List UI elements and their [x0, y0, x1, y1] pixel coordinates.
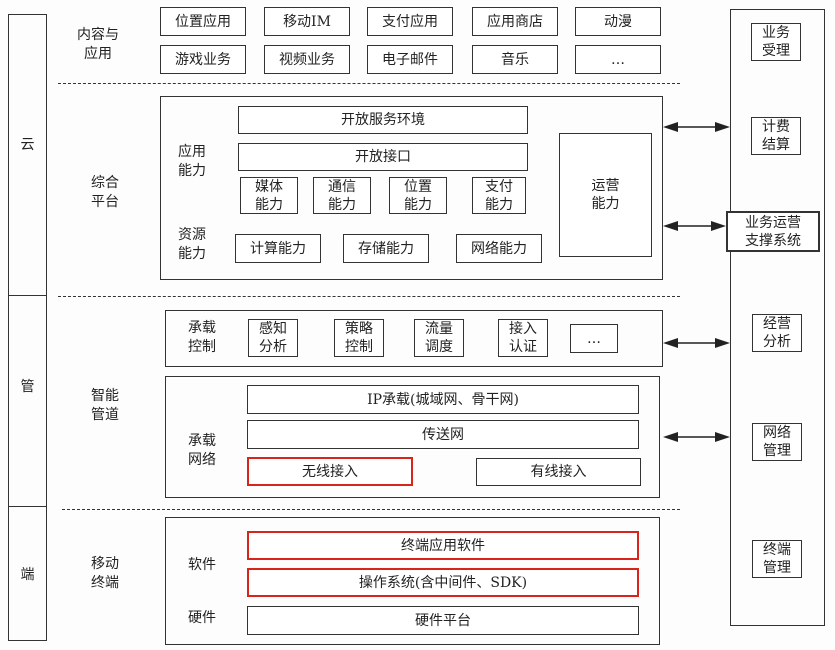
bearer-network-label: 承载 网络 — [188, 433, 216, 468]
bss-column — [730, 9, 825, 626]
terminal-app-software: 终端应用软件 — [247, 531, 639, 560]
open-interface: 开放接口 — [238, 143, 528, 171]
capability-item: 位置 能力 — [389, 177, 447, 214]
bss-item-business-analysis: 经营 分析 — [752, 314, 802, 352]
app-item: 移动IM — [264, 7, 350, 36]
control-item-more: … — [570, 324, 618, 353]
resource-item: 网络能力 — [456, 234, 542, 263]
layer-column — [8, 14, 47, 641]
control-item: 策略 控制 — [334, 319, 384, 357]
wired-access: 有线接入 — [476, 458, 641, 486]
terminal-frame — [165, 517, 660, 645]
bearer-network-frame — [165, 376, 660, 498]
content-apps-label: 内容与 应用 — [77, 27, 119, 62]
resource-item: 存储能力 — [343, 234, 429, 263]
control-item: 感知 分析 — [248, 319, 298, 357]
bidirectional-arrow — [663, 122, 730, 132]
bidirectional-arrow — [663, 221, 726, 231]
section-separator — [58, 83, 680, 84]
bss-item-operation-support: 业务运营 支撑系统 — [726, 211, 820, 252]
bss-item-network-management: 网络 管理 — [752, 423, 802, 461]
transport-network: 传送网 — [247, 420, 639, 449]
operating-system: 操作系统(含中间件、SDK) — [247, 568, 639, 597]
bearer-control-label: 承载 控制 — [188, 320, 216, 355]
layer-pipe-label: 管 — [20, 379, 35, 395]
app-item: 动漫 — [575, 7, 661, 36]
app-item: 位置应用 — [160, 7, 246, 36]
section-separator — [58, 296, 680, 297]
app-item: … — [575, 45, 661, 74]
bidirectional-arrow — [663, 338, 730, 348]
ip-bearer: IP承载(城域网、骨干网) — [247, 385, 639, 414]
app-item: 游戏业务 — [160, 45, 246, 74]
bearer-control-frame — [165, 310, 663, 367]
bss-item-terminal-management: 终端 管理 — [752, 540, 802, 578]
operation-capability: 运营 能力 — [559, 133, 652, 257]
app-item: 支付应用 — [367, 7, 453, 36]
capability-item: 通信 能力 — [313, 177, 371, 214]
open-service-env: 开放服务环境 — [238, 106, 528, 134]
control-item: 接入 认证 — [498, 319, 548, 357]
platform-label: 综合 平台 — [91, 175, 119, 210]
capability-item: 媒体 能力 — [240, 177, 298, 214]
smart-pipe-label: 智能 管道 — [91, 388, 119, 423]
resource-item: 计算能力 — [235, 234, 321, 263]
layer-terminal-label: 端 — [20, 567, 35, 583]
resource-capability-label: 资源 能力 — [178, 227, 206, 262]
layer-cloud-label: 云 — [20, 137, 35, 153]
control-item: 流量 调度 — [414, 319, 464, 357]
app-capability-label: 应用 能力 — [178, 144, 206, 179]
platform-frame — [160, 96, 663, 280]
app-item: 电子邮件 — [367, 45, 453, 74]
bss-item-business-acceptance: 业务 受理 — [751, 23, 801, 61]
capability-item: 支付 能力 — [472, 177, 526, 214]
wireless-access: 无线接入 — [247, 457, 413, 486]
mobile-terminal-label: 移动 终端 — [91, 556, 119, 591]
app-item: 应用商店 — [472, 7, 558, 36]
layer-divider — [8, 506, 47, 507]
app-item: 音乐 — [472, 45, 558, 74]
bidirectional-arrow — [663, 432, 730, 442]
software-label: 软件 — [188, 557, 216, 573]
app-item: 视频业务 — [264, 45, 350, 74]
section-separator — [62, 509, 680, 510]
hardware-platform: 硬件平台 — [247, 606, 639, 635]
layer-divider — [8, 295, 47, 296]
bss-item-billing: 计费 结算 — [751, 117, 801, 155]
hardware-label: 硬件 — [188, 610, 216, 626]
